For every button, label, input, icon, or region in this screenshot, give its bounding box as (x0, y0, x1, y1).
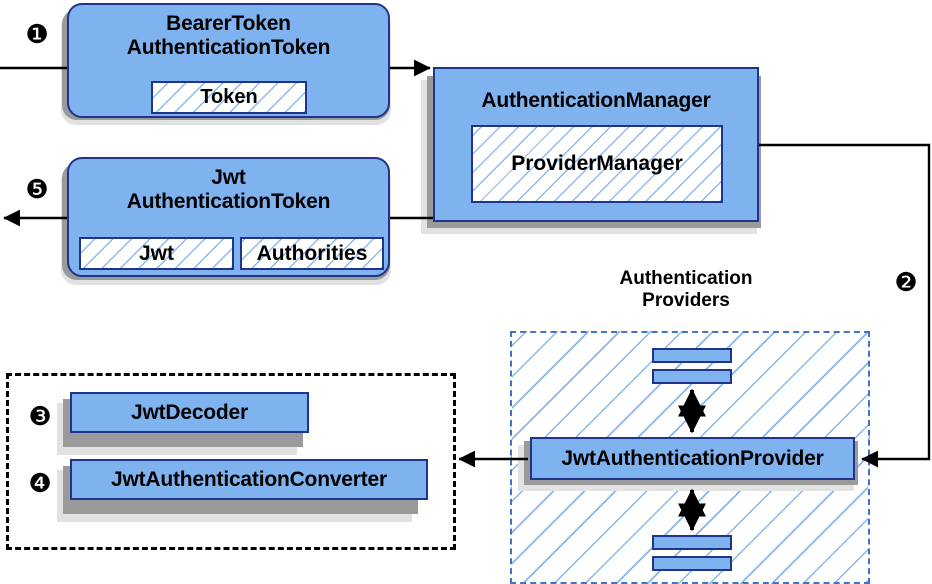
jwt-authentication-converter-box[interactable]: JwtAuthenticationConverter (70, 459, 428, 500)
jwt-token-title-line2: AuthenticationToken (126, 189, 331, 213)
bearer-token-title-line2: AuthenticationToken (126, 35, 331, 59)
bearer-token-title: BearerToken AuthenticationToken (126, 12, 331, 59)
authentication-manager-slot-provider-manager: ProviderManager (471, 125, 723, 203)
step-badge-1: ❶ (25, 20, 49, 50)
step-badge-3: ❸ (28, 402, 52, 432)
provider-manager-label: ProviderManager (511, 152, 683, 175)
jwt-authentication-provider-box[interactable]: JwtAuthenticationProvider (530, 437, 855, 480)
jwt-token-slot-authorities-label: Authorities (256, 241, 368, 265)
provider-slot-bottom-bar-1 (652, 535, 732, 550)
authentication-providers-label-line2: Providers (642, 289, 730, 311)
provider-slot-top-bar-2 (652, 369, 732, 384)
jwt-token-slot-authorities: Authorities (240, 237, 384, 270)
jwt-token-title: Jwt AuthenticationToken (126, 166, 331, 213)
authentication-providers-label: Authentication Providers (596, 268, 776, 312)
provider-slot-top-bar-1 (652, 348, 732, 363)
provider-slot-bottom-bar-2 (652, 556, 732, 571)
step-badge-2: ❷ (894, 268, 918, 298)
bearer-token-title-line1: BearerToken (166, 12, 291, 35)
jwt-token-slot-jwt-label: Jwt (138, 241, 174, 265)
authentication-manager-title: AuthenticationManager (481, 89, 711, 112)
authentication-providers-label-line1: Authentication (619, 268, 753, 289)
bearer-token-authentication-token-box[interactable]: BearerToken AuthenticationToken Token (67, 3, 390, 118)
jwt-authentication-converter-title: JwtAuthenticationConverter (111, 467, 387, 491)
bearer-token-slot-token-label: Token (200, 86, 258, 108)
jwt-token-title-line1: Jwt (211, 166, 246, 189)
jwt-authentication-token-box[interactable]: Jwt AuthenticationToken Jwt Authorities (67, 157, 390, 277)
jwt-decoder-title: JwtDecoder (130, 400, 249, 424)
jwt-authentication-provider-title: JwtAuthenticationProvider (561, 446, 824, 470)
authentication-manager-box[interactable]: AuthenticationManager ProviderManager (433, 67, 759, 222)
jwt-decoder-box[interactable]: JwtDecoder (70, 392, 309, 433)
bearer-token-slot-token: Token (151, 81, 307, 114)
connector-authenticationmanager-to-provider (759, 143, 931, 468)
step-badge-4: ❹ (28, 469, 52, 499)
step-badge-5: ❺ (25, 175, 49, 205)
jwt-support-components-group (6, 373, 456, 550)
jwt-token-slot-jwt: Jwt (79, 237, 234, 270)
